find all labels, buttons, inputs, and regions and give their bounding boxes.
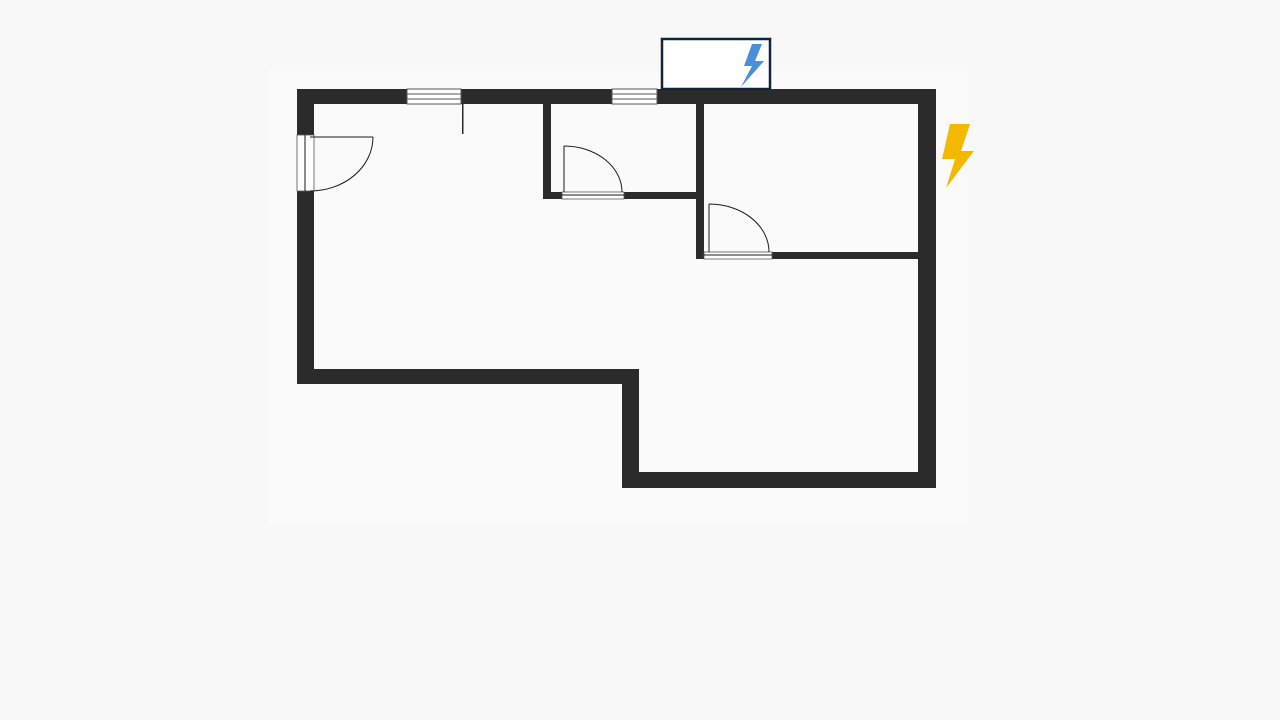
lightning-bolt-icon bbox=[942, 124, 974, 188]
wall-left-upper bbox=[297, 89, 314, 135]
wall-bath-left bbox=[543, 104, 551, 199]
wall-left-lower bbox=[297, 191, 314, 384]
wall-right bbox=[918, 89, 936, 488]
electrical-panel bbox=[660, 37, 772, 91]
bedroom-door bbox=[703, 203, 773, 260]
exterior-walls bbox=[297, 89, 936, 488]
bathroom-door bbox=[561, 145, 625, 200]
wall-bedroom-left bbox=[696, 104, 704, 259]
wall-top-left bbox=[297, 89, 407, 104]
wall-bath-bottom-left bbox=[543, 192, 562, 199]
wall-bedroom-bottom bbox=[772, 252, 918, 259]
wall-top-middle bbox=[461, 89, 612, 104]
window-right bbox=[611, 88, 658, 105]
wall-bottom-left bbox=[297, 369, 639, 384]
wall-top-right bbox=[657, 89, 936, 104]
partition-stub bbox=[462, 104, 464, 134]
entrance-door bbox=[296, 134, 374, 192]
interior-walls bbox=[462, 104, 918, 259]
wall-bottom-right bbox=[622, 472, 936, 488]
plan-paper bbox=[268, 70, 968, 525]
wall-bath-bottom-right bbox=[624, 192, 700, 199]
lightning-bolt-icon bbox=[741, 44, 764, 87]
wall-step-vertical bbox=[622, 369, 639, 488]
window-left bbox=[406, 88, 462, 105]
